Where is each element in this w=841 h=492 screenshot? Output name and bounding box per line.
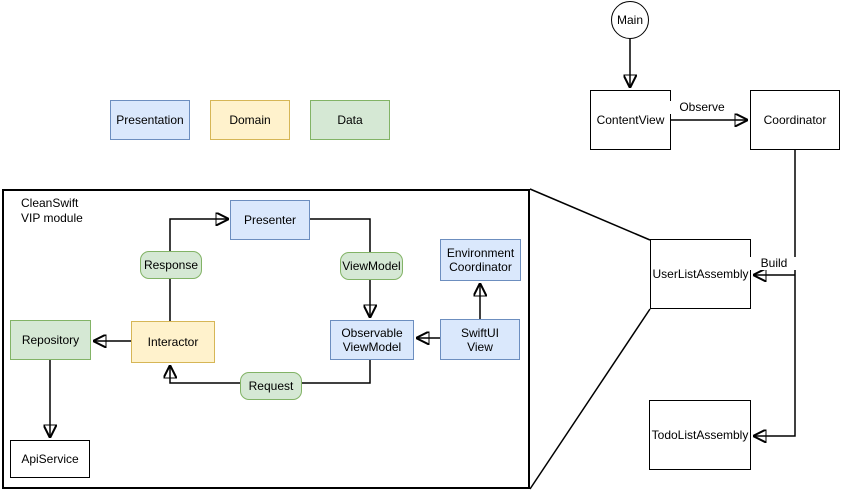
node-environment-coordinator: Environment Coordinator [440,239,521,281]
node-swiftui-view: SwiftUI View [440,319,520,360]
legend-data: Data [310,100,390,140]
node-observable-viewmodel: Observable ViewModel [330,320,414,360]
node-interactor: Interactor [131,321,215,363]
node-main: Main [611,1,649,39]
node-repository: Repository [10,320,91,360]
edge-coordinator-to-todolistassembly [753,150,796,436]
node-response: Response [140,251,202,279]
node-request: Request [240,372,302,400]
zoom-guide-line-top [529,188,651,241]
node-userlistassembly: UserListAssembly [650,239,751,309]
cleanswift-vip-module-box [2,189,530,489]
node-apiservice: ApiService [10,440,90,478]
zoom-guide-line-bottom [529,308,651,490]
edge-presenter-to-observable-viewmodel [310,218,370,318]
node-todolistassembly: TodoListAssembly [649,400,751,470]
node-viewmodel: ViewModel [340,252,403,280]
node-presenter: Presenter [230,200,310,240]
node-coordinator: Coordinator [750,90,840,150]
node-contentview: ContentView [590,90,671,150]
legend-presentation: Presentation [110,100,190,140]
cleanswift-vip-module-title: CleanSwift VIP module [21,196,83,225]
edge-interactor-to-presenter [169,219,229,321]
legend-domain: Domain [210,100,290,140]
edge-label-observe: Observe [670,101,734,114]
edge-label-build: Build [747,257,801,270]
